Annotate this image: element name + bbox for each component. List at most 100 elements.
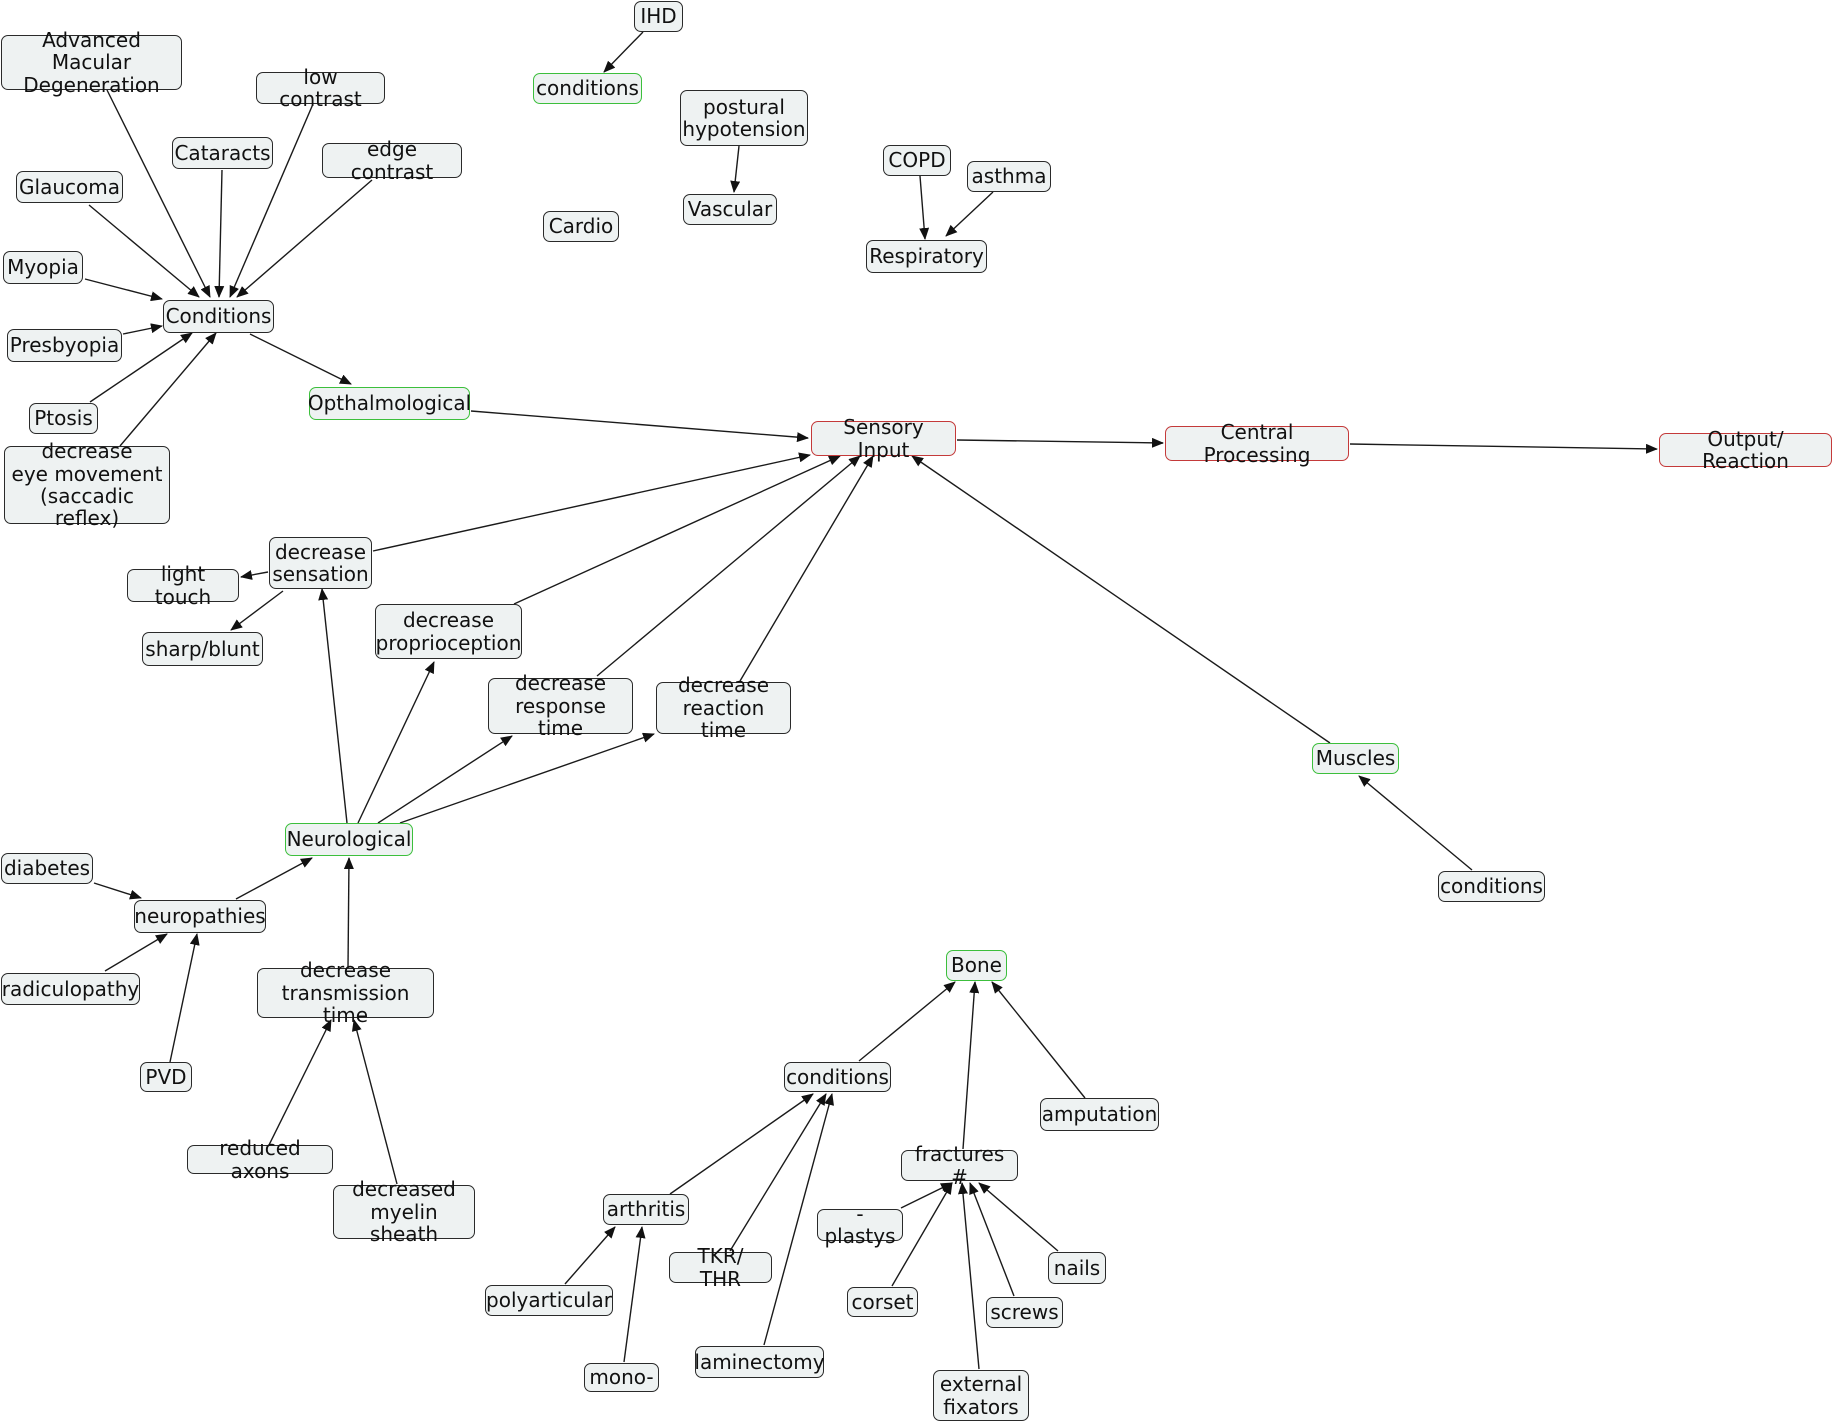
concept-muscles[interactable]: Muscles: [1312, 743, 1399, 774]
concept-neurological[interactable]: Neurological: [285, 823, 413, 856]
concept-presbyopia[interactable]: Presbyopia: [7, 329, 122, 362]
concept-ptosis[interactable]: Ptosis: [29, 403, 98, 434]
link-amputation-bone: [991, 981, 1086, 1099]
concept-decrease-transmission[interactable]: decrease transmission time: [257, 959, 434, 1026]
link-mono-arthritis: [623, 1226, 646, 1363]
concept-plastys[interactable]: -plastys: [817, 1202, 903, 1247]
link-nails-fractures: [978, 1182, 1059, 1252]
link-pvd-neuropathies: [169, 933, 200, 1063]
concept-postural-hypotension[interactable]: postural hypotension: [680, 90, 808, 146]
concept-conditions-muscle[interactable]: conditions: [1438, 871, 1545, 902]
concept-amputation[interactable]: amputation: [1040, 1098, 1159, 1131]
link-lowcontrast-conditions: [229, 103, 314, 298]
link-conditions-opthalmological: [249, 333, 352, 385]
concept-decrease-response-time[interactable]: decrease response time: [488, 672, 633, 739]
concept-nails[interactable]: nails: [1048, 1252, 1106, 1284]
link-sensation-sensory: [372, 452, 811, 552]
concept-low-contrast[interactable]: low contrast: [256, 65, 385, 110]
link-polyarticular-arthritis: [564, 1226, 616, 1285]
link-response-sensory: [596, 455, 861, 677]
link-cataracts-conditions: [214, 169, 225, 298]
link-copd-respiratory: [919, 175, 930, 240]
concept-sensory-input[interactable]: Sensory Input: [811, 416, 956, 461]
link-amd-conditions: [106, 89, 211, 298]
link-transmission-neuro: [343, 857, 354, 969]
concept-external-fixators[interactable]: external fixators: [933, 1370, 1029, 1421]
concept-diabetes[interactable]: diabetes: [1, 853, 93, 884]
concept-decrease-proprioception[interactable]: decrease proprioception: [375, 604, 522, 659]
concept-decreased-myelin[interactable]: decreased myelin sheath: [333, 1178, 475, 1245]
link-central-output: [1349, 443, 1658, 454]
link-axons-transmission: [268, 1019, 332, 1146]
concept-asthma[interactable]: asthma: [967, 161, 1051, 192]
link-glaucoma-conditions: [88, 204, 200, 298]
concept-cardio[interactable]: Cardio: [543, 211, 619, 242]
concept-mono[interactable]: mono-: [584, 1363, 659, 1392]
link-laminectomy-conditions: [763, 1093, 834, 1346]
link-diabetes-neuropathies: [93, 882, 142, 900]
concept-myopia[interactable]: Myopia: [3, 251, 83, 284]
link-proprioception-sensory: [513, 455, 841, 605]
link-fixators-fractures: [958, 1182, 980, 1370]
concept-copd[interactable]: COPD: [883, 145, 951, 176]
link-eyemovement-conditions: [119, 332, 217, 447]
link-asthma-respiratory: [945, 191, 994, 237]
concept-vascular[interactable]: Vascular: [683, 194, 777, 225]
link-arthritis-conditions: [669, 1093, 814, 1195]
concept-glaucoma[interactable]: Glaucoma: [16, 171, 123, 203]
concept-radiculopathy[interactable]: radiculopathy: [1, 973, 140, 1005]
concept-decrease-sensation[interactable]: decrease sensation: [269, 537, 372, 589]
link-radiculopathy-neuropathies: [104, 933, 168, 972]
concept-ihd[interactable]: IHD: [634, 1, 683, 32]
link-screws-fractures: [969, 1182, 1015, 1297]
link-myelin-transmission: [351, 1019, 398, 1185]
concept-tkr-thr[interactable]: TKR/ THR: [669, 1245, 772, 1290]
concept-pvd[interactable]: PVD: [140, 1062, 192, 1092]
concept-neuropathies[interactable]: neuropathies: [134, 900, 266, 933]
concept-decrease-reaction-time[interactable]: decrease reaction time: [656, 674, 791, 741]
concept-amd[interactable]: Advanced Macular Degeneration: [1, 29, 182, 96]
link-conditions-muscles: [1358, 775, 1473, 871]
link-neuro-response: [377, 735, 513, 824]
concept-conditions-bone[interactable]: conditions: [784, 1062, 891, 1092]
concept-conditions-eye[interactable]: Conditions: [163, 300, 274, 333]
link-tkr-conditions: [729, 1093, 827, 1252]
link-postural-vascular: [730, 145, 741, 193]
concept-output-reaction[interactable]: Output/ Reaction: [1659, 427, 1832, 472]
concept-light-touch[interactable]: light touch: [127, 563, 239, 608]
concept-polyarticular[interactable]: polyarticular: [485, 1285, 613, 1316]
concept-opthalmological[interactable]: Opthalmological: [308, 387, 471, 420]
concept-sharp-blunt[interactable]: sharp/blunt: [142, 632, 263, 666]
concept-conditions-cardio[interactable]: conditions: [533, 73, 642, 104]
link-myopia-conditions: [84, 278, 163, 302]
link-neuro-reaction: [399, 732, 655, 824]
concept-edge-contrast[interactable]: edge contrast: [322, 138, 462, 183]
link-neuro-proprioception: [357, 661, 435, 824]
link-reaction-sensory: [739, 455, 874, 682]
link-opthalmological-sensory: [470, 410, 809, 443]
link-fractures-bone: [962, 981, 980, 1150]
concept-respiratory[interactable]: Respiratory: [866, 240, 987, 273]
concept-cataracts[interactable]: Cataracts: [172, 137, 273, 169]
concept-reduced-axons[interactable]: reduced axons: [187, 1137, 333, 1182]
link-neuro-sensation: [318, 588, 348, 824]
link-conditions-bone: [858, 981, 956, 1062]
link-neuropathies-neuro: [235, 857, 313, 900]
link-sensation-lighttouch: [240, 570, 269, 580]
concept-fractures[interactable]: fractures #: [901, 1143, 1018, 1188]
concept-bone[interactable]: Bone: [946, 950, 1007, 981]
concept-eye-movement[interactable]: decrease eye movement (saccadic reflex): [4, 440, 170, 530]
concept-corset[interactable]: corset: [847, 1287, 918, 1317]
link-muscles-sensory: [911, 455, 1331, 744]
link-corset-fractures: [891, 1182, 953, 1287]
link-ihd-conditions: [603, 31, 644, 73]
concept-screws[interactable]: screws: [986, 1297, 1063, 1328]
concept-arthritis[interactable]: arthritis: [603, 1194, 689, 1225]
concept-central-processing[interactable]: Central Processing: [1165, 421, 1349, 466]
link-presbyopia-conditions: [122, 323, 163, 335]
link-sensation-sharpblunt: [230, 590, 284, 631]
concept-laminectomy[interactable]: laminectomy: [694, 1346, 825, 1378]
link-sensory-central: [956, 437, 1164, 448]
